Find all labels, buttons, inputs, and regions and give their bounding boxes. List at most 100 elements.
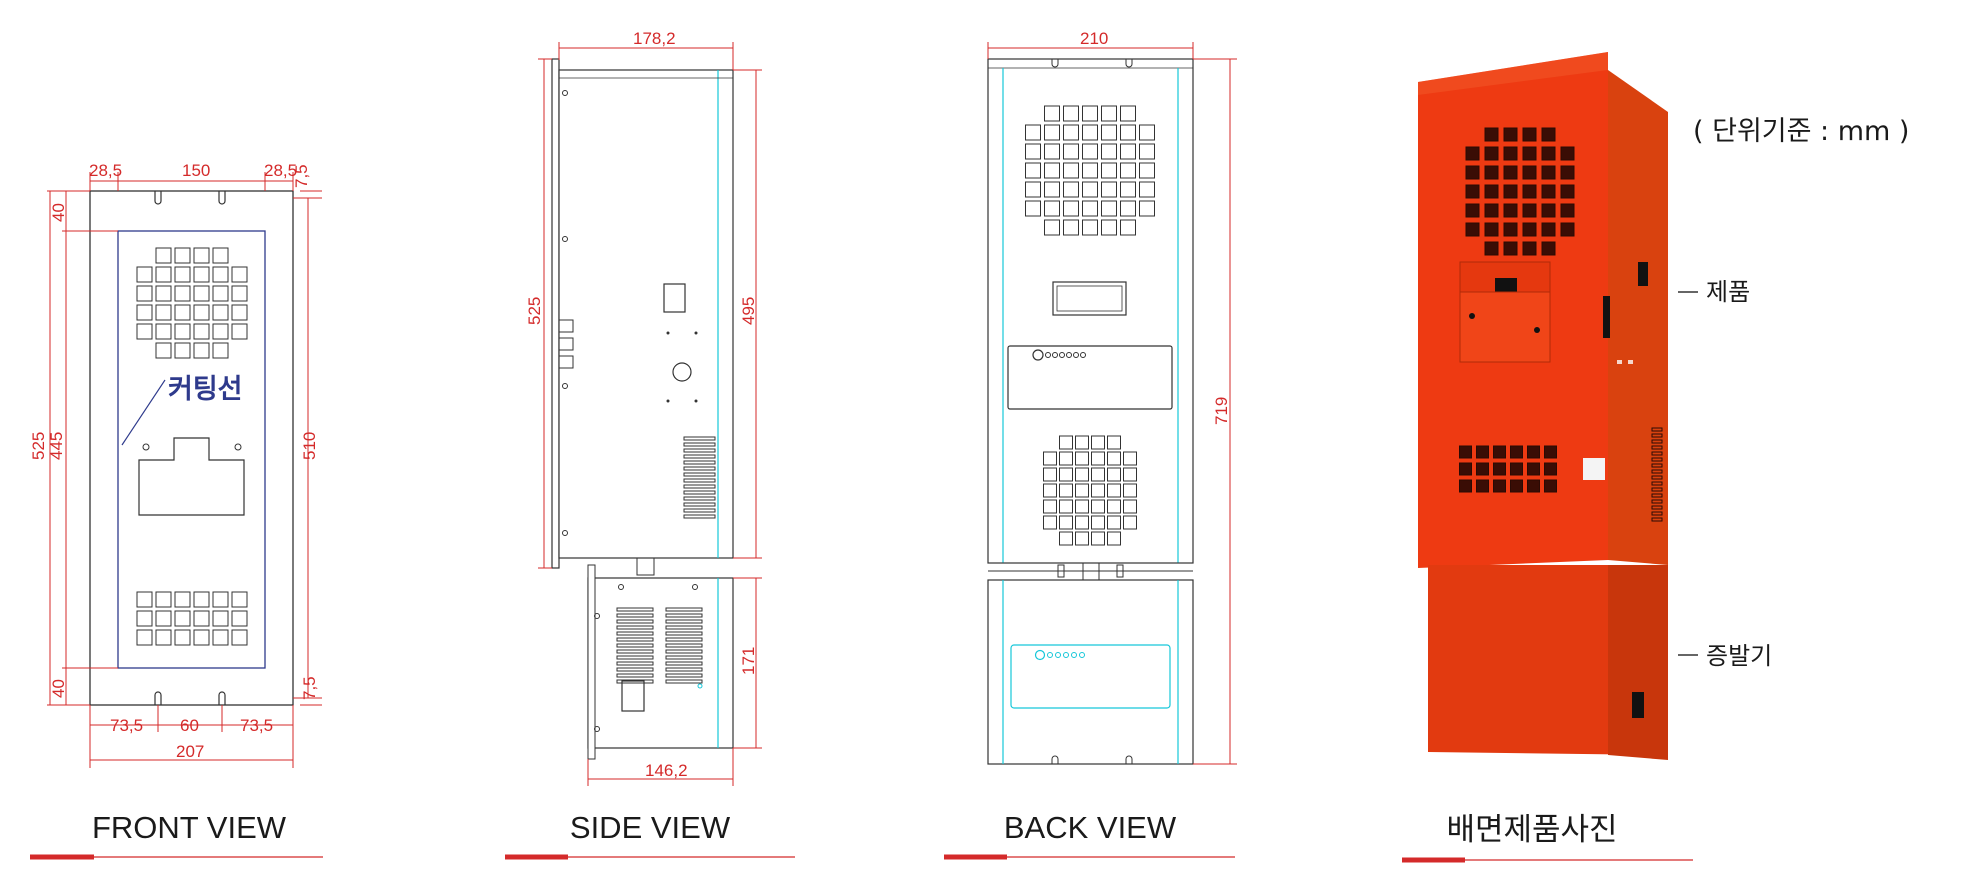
grille-hole [1120, 143, 1136, 160]
grille-hole [174, 266, 191, 283]
grille-hole [1101, 162, 1117, 179]
product-photo: 제품 증발기 [1418, 52, 1772, 760]
vent-slot [683, 466, 716, 471]
grille-hole [1503, 165, 1518, 180]
grille-hole [1493, 479, 1506, 493]
grille-hole [1541, 203, 1556, 218]
front-notch [154, 691, 226, 705]
grille-hole [1091, 499, 1105, 514]
grille-hole [1476, 445, 1489, 459]
front-view-drawing: 커팅선 28,5 150 28,5 7,5 40 525 445 40 51 [29, 161, 322, 768]
grille-hole [1503, 241, 1518, 256]
grille-hole [231, 591, 248, 608]
grille-hole [1075, 435, 1089, 450]
back-view-drawing: 210 719 [987, 29, 1237, 765]
grille-hole [1522, 222, 1537, 237]
grille-hole [1522, 127, 1537, 142]
front-hole [142, 443, 150, 451]
front-hole [234, 443, 242, 451]
vent-slot [616, 619, 654, 624]
dim-side-bottom: 146,2 [645, 761, 688, 780]
vent-slot [1651, 469, 1663, 474]
dim-front-top-mid: 150 [182, 161, 210, 180]
side-flange [551, 58, 560, 569]
grille-hole [174, 610, 191, 627]
grille-hole [1510, 479, 1523, 493]
grille-hole [1107, 483, 1121, 498]
grille-hole [1522, 241, 1537, 256]
grille-hole [1560, 222, 1575, 237]
grille-hole [212, 266, 229, 283]
back-lower-grille [1043, 435, 1137, 546]
grille-hole [1541, 241, 1556, 256]
view-title-photo: 배면제품사진 [1402, 812, 1693, 863]
grille-hole [231, 266, 248, 283]
dim-front-bottom-left: 73,5 [110, 716, 143, 735]
grille-hole [1043, 467, 1057, 482]
vent-slot [1651, 451, 1663, 456]
grille-hole [212, 285, 229, 302]
grille-hole [1063, 105, 1079, 122]
grille-hole [155, 323, 172, 340]
grille-hole [1544, 479, 1557, 493]
vent-slot [665, 655, 703, 660]
vent-slot [1651, 445, 1663, 450]
grille-hole [1120, 219, 1136, 236]
grille-hole [1493, 462, 1506, 476]
grille-hole [1541, 127, 1556, 142]
grille-hole [1484, 241, 1499, 256]
grille-hole [155, 304, 172, 321]
vent-slot [616, 613, 654, 618]
grille-hole [1082, 124, 1098, 141]
grille-hole [1107, 531, 1121, 546]
grille-hole [1044, 181, 1060, 198]
grille-hole [1120, 124, 1136, 141]
grille-hole [1510, 462, 1523, 476]
grille-hole [136, 629, 153, 646]
grille-hole [231, 610, 248, 627]
grille-hole [1120, 181, 1136, 198]
grille-hole [1120, 200, 1136, 217]
grille-hole [1484, 184, 1499, 199]
grille-hole [1043, 499, 1057, 514]
vent-slot [1651, 463, 1663, 468]
grille-hole [1082, 162, 1098, 179]
grille-hole [1063, 219, 1079, 236]
grille-hole [1043, 451, 1057, 466]
led-dot [1032, 349, 1044, 361]
grille-hole [136, 591, 153, 608]
grille-hole [212, 342, 229, 359]
grille-hole [1522, 203, 1537, 218]
grille-hole [155, 342, 172, 359]
grille-hole [1120, 105, 1136, 122]
grille-hole [1541, 184, 1556, 199]
front-cutout [138, 437, 245, 516]
dim-back-height: 719 [1212, 397, 1231, 425]
vent-slot [1651, 427, 1663, 432]
grille-hole [231, 304, 248, 321]
grille-hole [1075, 467, 1089, 482]
grille-hole [193, 610, 210, 627]
vent-slot [683, 514, 716, 519]
view-title-front: FRONT VIEW [30, 810, 323, 860]
back-lower-panel [987, 579, 1194, 765]
grille-hole [1044, 200, 1060, 217]
grille-hole [1063, 162, 1079, 179]
grille-hole [1091, 435, 1105, 450]
grille-hole [193, 266, 210, 283]
grille-hole [1484, 203, 1499, 218]
side-lower-vent [616, 607, 654, 684]
side-lower-vent [665, 607, 703, 684]
vent-slot [616, 679, 654, 684]
vent-slot [1651, 457, 1663, 462]
grille-hole [1465, 165, 1480, 180]
vent-slot [683, 472, 716, 477]
grille-hole [1560, 165, 1575, 180]
view-title: BACK VIEW [1004, 810, 1177, 845]
grille-hole [1101, 124, 1117, 141]
grille-hole [212, 247, 229, 264]
grille-hole [174, 285, 191, 302]
dim-front-bottom-right: 73,5 [240, 716, 273, 735]
grille-hole [1541, 222, 1556, 237]
vent-slot [683, 508, 716, 513]
